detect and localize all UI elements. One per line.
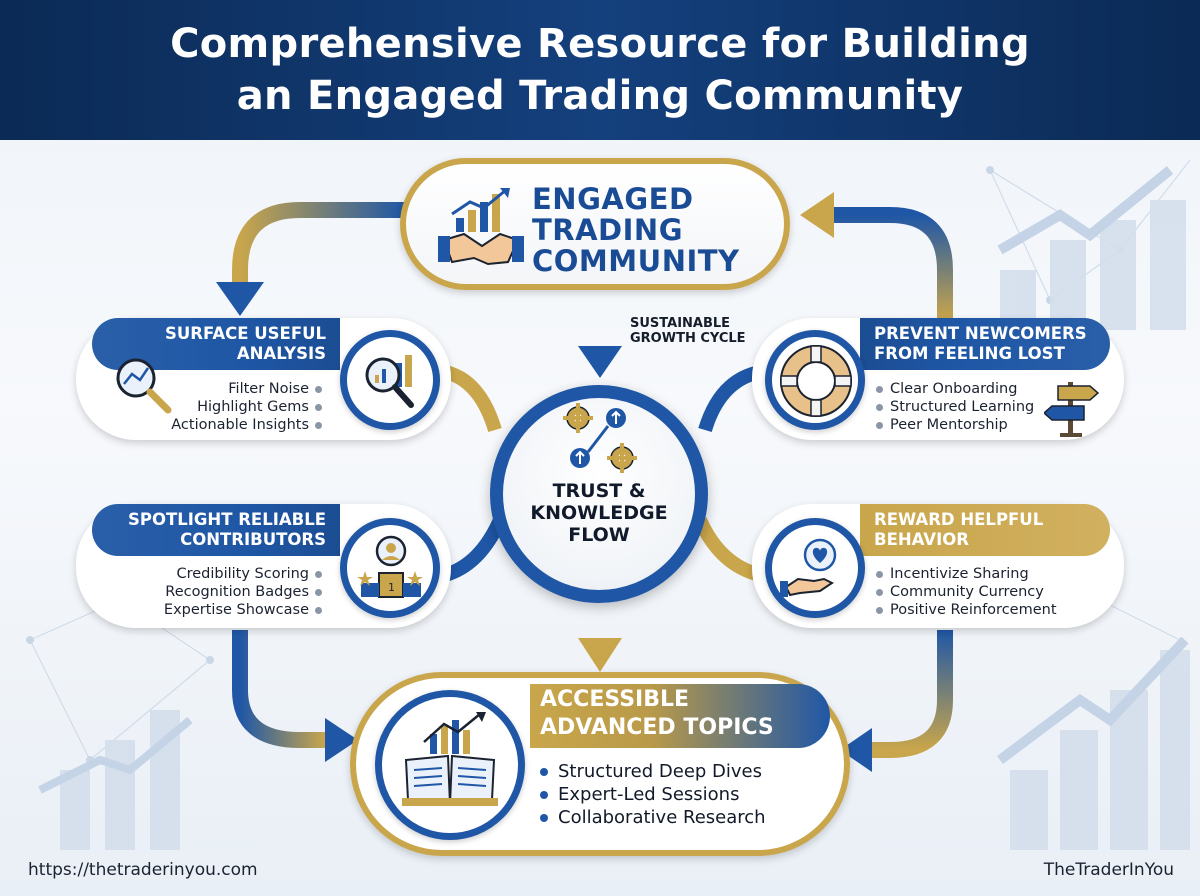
list-item: Actionable Insights (160, 416, 322, 434)
title-banner: Comprehensive Resource for Building an E… (0, 0, 1200, 140)
page-title: Comprehensive Resource for Building an E… (170, 21, 1030, 119)
list-item: Recognition Badges (130, 583, 322, 601)
banner-spotlight-contributors: SPOTLIGHT RELIABLE CONTRIBUTORS (92, 504, 340, 556)
list-item: Expertise Showcase (130, 601, 322, 619)
icon-circle-contributors (340, 518, 440, 618)
podium-person-icon: 1 (357, 535, 423, 598)
arrowhead-top-right (800, 192, 834, 238)
list-item: Structured Deep Dives (540, 760, 766, 783)
gears-arrows-icon (563, 403, 637, 473)
bg-bars-right-bottom (1010, 650, 1190, 850)
list-item: Structured Learning (876, 398, 1046, 416)
list-prevent-newcomers: Clear Onboarding Structured Learning Pee… (876, 380, 1046, 434)
lifebuoy-icon (780, 345, 852, 417)
bottom-node-title: ACCESSIBLE ADVANCED TOPICS (540, 687, 774, 740)
list-item: Positive Reinforcement (876, 601, 1076, 619)
magnifier-chart-icon (365, 355, 414, 408)
open-book-chart-icon (402, 712, 498, 806)
hand-heart-icon (780, 538, 837, 597)
footer-url-link[interactable]: https://thetraderinyou.com (28, 860, 258, 880)
connector-top-right (830, 207, 953, 320)
list-item: Expert-Led Sessions (540, 783, 766, 806)
list-item: Collaborative Research (540, 806, 766, 829)
banner-prevent-newcomers: PREVENT NEWCOMERS FROM FEELING LOST (860, 318, 1110, 370)
banner-advanced-topics (530, 684, 830, 748)
list-item: Clear Onboarding (876, 380, 1046, 398)
list-item: Filter Noise (160, 380, 322, 398)
arrowhead-center-bottom (578, 638, 622, 672)
connector-left-bottom (232, 630, 325, 748)
list-item: Community Currency (876, 583, 1076, 601)
arrowhead-right-bottom (840, 728, 872, 772)
icon-circle-advanced-topics (375, 690, 525, 840)
handshake-chart-icon (438, 188, 524, 266)
arrowhead-top-center (578, 346, 622, 378)
center-node-title: TRUST & KNOWLEDGE FLOW (530, 480, 668, 546)
list-item: Incentivize Sharing (876, 565, 1076, 583)
connector-reward-center (693, 517, 762, 582)
list-advanced-topics: Structured Deep Dives Expert-Led Session… (540, 760, 766, 829)
list-item: Credibility Scoring (130, 565, 322, 583)
cycle-label: SUSTAINABLE GROWTH CYCLE (630, 316, 746, 346)
footer-brand: TheTraderInYou (1043, 860, 1174, 880)
top-node-engaged-community (400, 158, 790, 290)
top-node-title: ENGAGED TRADING COMMUNITY (532, 182, 740, 278)
bg-trend-arrow (997, 166, 1174, 255)
banner-reward-behavior: REWARD HELPFUL BEHAVIOR (860, 504, 1110, 556)
connector-right-bottom (872, 630, 953, 758)
arrowhead-left-bottom (325, 718, 358, 762)
arrowhead-top-left (216, 282, 264, 316)
svg-text:1: 1 (388, 581, 395, 594)
list-item: Highlight Gems (160, 398, 322, 416)
list-reward-behavior: Incentivize Sharing Community Currency P… (876, 565, 1076, 619)
list-spotlight-contributors: Credibility Scoring Recognition Badges E… (130, 565, 322, 619)
list-item: Peer Mentorship (876, 416, 1046, 434)
list-surface-analysis: Filter Noise Highlight Gems Actionable I… (160, 380, 322, 434)
connector-analysis-center (443, 365, 502, 433)
connector-top-left (232, 202, 405, 285)
signpost-icon (1044, 382, 1100, 437)
